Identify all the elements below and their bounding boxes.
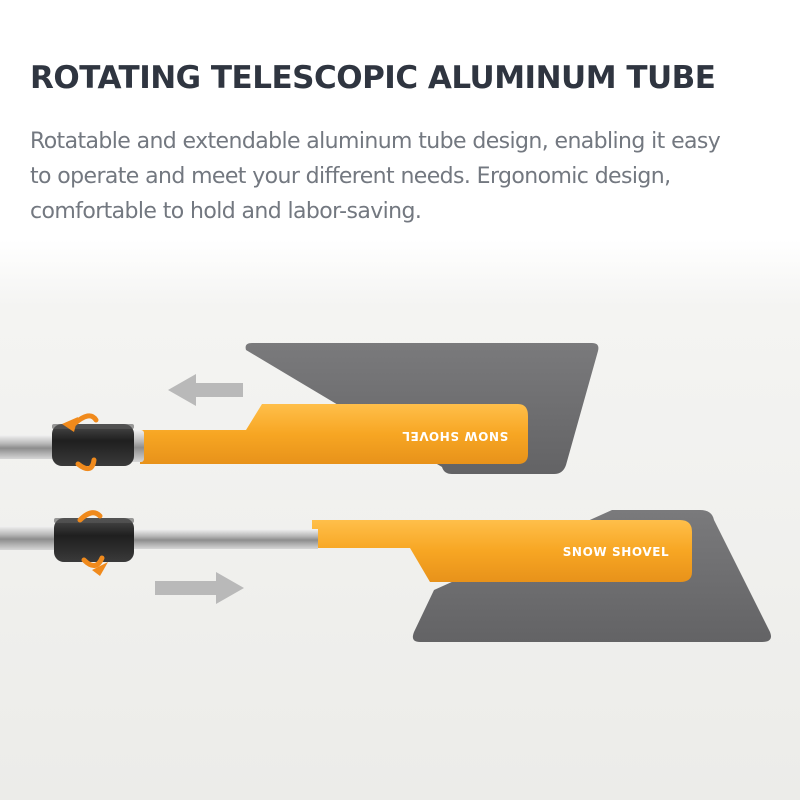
top-grip	[52, 424, 134, 466]
bottom-tube-lower	[130, 529, 318, 549]
bottom-shovel-label: SNOW SHOVEL	[563, 545, 670, 559]
bottom-tube-upper	[0, 526, 62, 550]
arrow-left-icon	[168, 374, 243, 406]
bottom-rotate-arrow-icon	[77, 510, 108, 576]
bottom-orange-head	[312, 520, 692, 582]
description-line-2: to operate and meet your different needs…	[30, 164, 671, 189]
top-shovel-label: SNOW SHOVEL	[402, 429, 509, 443]
feature-description: Rotatable and extendable aluminum tube d…	[30, 124, 780, 229]
product-illustration: SNOW SHOVEL SNOW SHOVEL	[0, 240, 800, 800]
bottom-grip	[54, 518, 134, 562]
top-tube-upper	[0, 435, 60, 459]
arrow-right-icon	[155, 572, 244, 604]
bottom-shovel: SNOW SHOVEL	[0, 510, 771, 642]
top-orange-head	[140, 404, 528, 464]
feature-header: ROTATING TELESCOPIC ALUMINUM TUBE Rotata…	[0, 0, 800, 240]
description-line-3: comfortable to hold and labor-saving.	[30, 199, 422, 224]
top-rotate-arrow-icon	[62, 413, 99, 472]
description-line-1: Rotatable and extendable aluminum tube d…	[30, 129, 721, 154]
feature-title: ROTATING TELESCOPIC ALUMINUM TUBE	[30, 60, 716, 96]
